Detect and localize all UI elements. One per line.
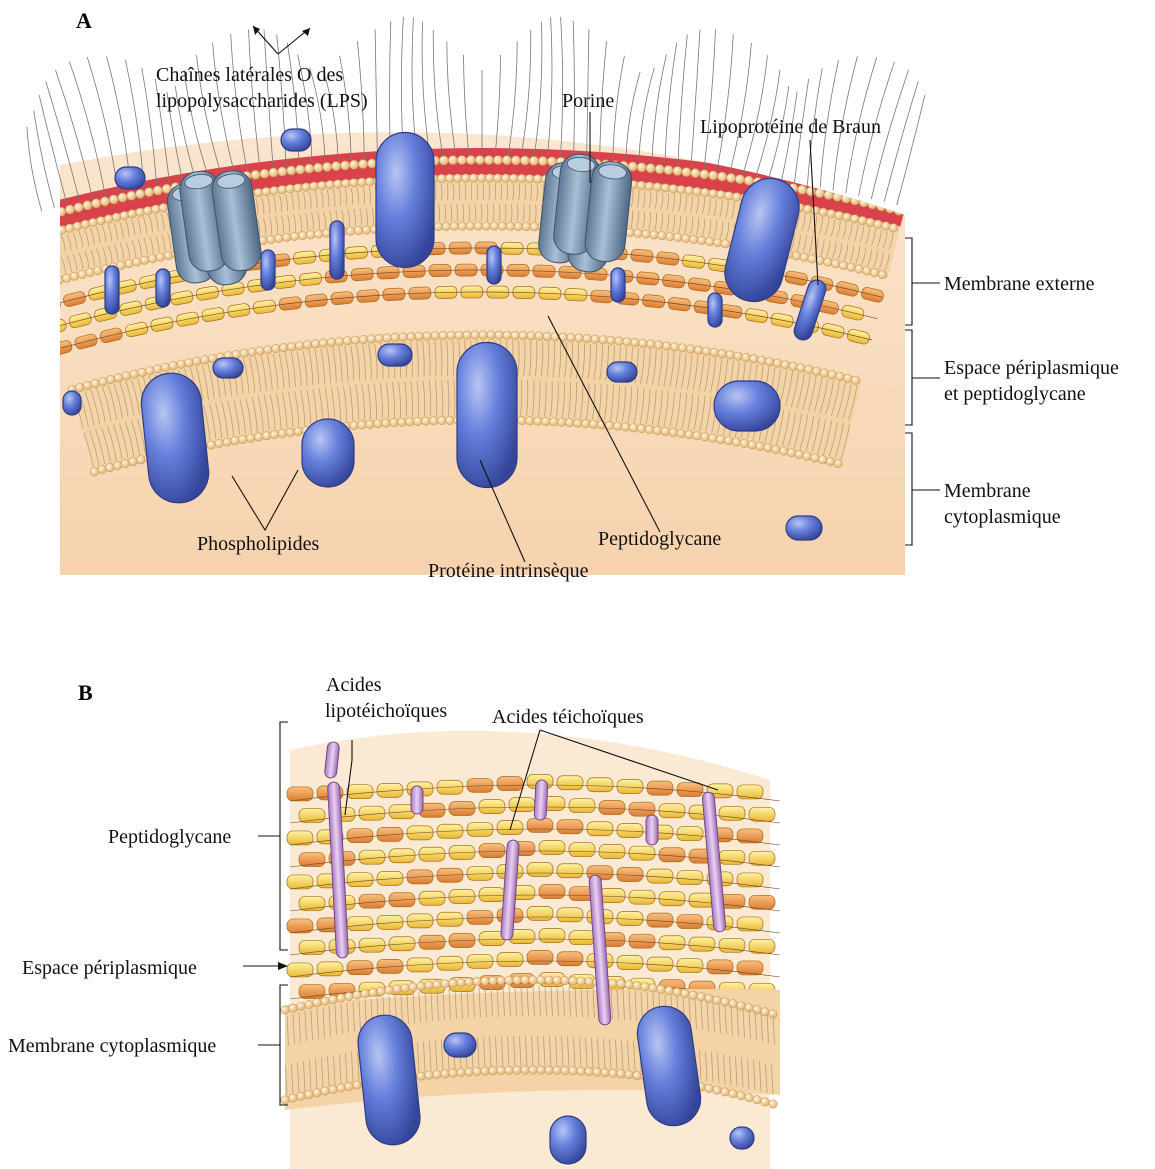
phospholipids-label: Phospholipides — [197, 531, 319, 557]
outer-membrane-protein-1 — [376, 133, 434, 268]
cytoplasmic-membrane-b — [281, 976, 780, 1110]
panel-a-clipped — [22, 90, 915, 580]
lipoprotein-7 — [708, 293, 722, 327]
lps-label-line2: lipopolysaccharides (LPS) — [156, 88, 368, 114]
cytoplasmic-membrane-bracket — [905, 433, 940, 545]
teichoic-rod-5 — [534, 780, 548, 821]
teichoic-rod-3 — [411, 786, 423, 814]
lipoprotein-2 — [156, 269, 170, 307]
peripheral-protein-7 — [63, 391, 81, 415]
peripheral-protein-2 — [281, 129, 311, 151]
lps-label-line1: Chaînes latérales O des — [156, 62, 343, 88]
peptidoglycan-a-label: Peptidoglycane — [598, 526, 721, 552]
periplasmic-space-arrowhead — [278, 962, 288, 970]
intrinsic-protein-label: Protéine intrinsèque — [428, 558, 589, 584]
membrane-b-bracket — [258, 985, 288, 1105]
cytoplasmic-membrane-label-line2: cytoplasmique — [944, 504, 1061, 530]
lipoprotein-5 — [487, 246, 501, 284]
peptidoglycan-b-bracket — [258, 722, 288, 950]
periplasmic-space-b-label: Espace périplasmique — [22, 955, 197, 981]
porine-label: Porine — [562, 88, 614, 114]
lps-pointer-lines — [253, 26, 310, 54]
panel-a-letter: A — [76, 8, 92, 34]
membrane-b-peripheral-1 — [444, 1033, 476, 1057]
lipoprotein-6 — [611, 268, 625, 302]
peripheral-protein-1 — [115, 167, 145, 189]
periplasm-bracket — [905, 330, 940, 425]
cytoplasmic-membrane-b-label: Membrane cytoplasmique — [8, 1033, 216, 1059]
panel-b-artwork — [281, 731, 780, 1169]
teichoic-rod-7 — [646, 815, 658, 845]
membrane-b-peripheral-3 — [730, 1127, 754, 1149]
peripheral-protein-3 — [378, 344, 412, 366]
outer-membrane-bracket — [905, 238, 940, 325]
lipoprotein-3 — [261, 250, 275, 290]
lipoteichoic-label-line2: lipotéichoïques — [325, 698, 447, 724]
porin-right — [536, 151, 634, 275]
membrane-b-peripheral-2 — [550, 1116, 586, 1164]
lipoprotein-1 — [105, 266, 119, 314]
peptidoglycan-b-label: Peptidoglycane — [108, 824, 231, 850]
lipoprotein-4 — [330, 221, 344, 279]
periplasm-label-line2: et peptidoglycane — [944, 381, 1086, 407]
teichoic-acids-label: Acides téichoïques — [492, 704, 644, 730]
braun-lipoprotein-label: Lipoprotéine de Braun — [700, 114, 881, 140]
panel-b-letter: B — [78, 680, 93, 706]
peripheral-protein-6 — [786, 516, 822, 540]
small-protein — [302, 419, 354, 487]
peripheral-protein-5 — [607, 362, 637, 382]
periplasmic-protein — [714, 381, 780, 431]
peripheral-protein-4 — [213, 358, 243, 378]
periplasm-label-line1: Espace périplasmique — [944, 355, 1119, 381]
intrinsic-protein-center — [457, 343, 517, 488]
outer-membrane-label: Membrane externe — [944, 271, 1094, 297]
cytoplasmic-membrane-label-line1: Membrane — [944, 478, 1031, 504]
lipoteichoic-label-line1: Acides — [326, 672, 382, 698]
